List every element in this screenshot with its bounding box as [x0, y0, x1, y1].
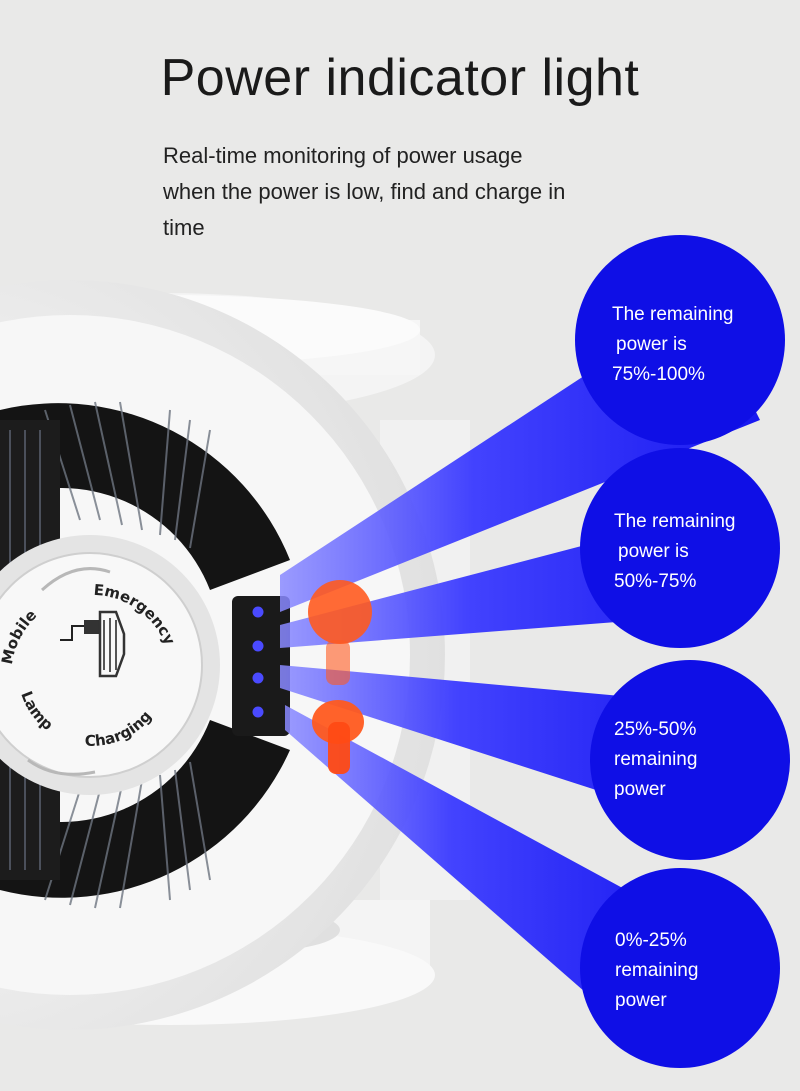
level-circle-4 [580, 868, 780, 1068]
level-1-line-3: 75%-100% [612, 364, 705, 385]
description: Real-time monitoring of power usage when… [163, 138, 663, 246]
level-1-line-1: The remaining [612, 304, 734, 325]
level-label-3: 25%-50% remaining power [614, 715, 697, 805]
level-label-2: The remaining power is 50%-75% [614, 507, 735, 597]
description-line-3: time [163, 215, 205, 240]
level-4-line-2: remaining [615, 960, 699, 981]
indicator-panel [232, 596, 290, 736]
led-3 [252, 672, 264, 684]
switch-knob [312, 700, 364, 774]
level-circle-3 [590, 660, 790, 860]
level-3-line-2: remaining [614, 749, 698, 770]
level-circle-2 [580, 448, 780, 648]
page-title: Power indicator light [160, 49, 640, 107]
level-2-line-1: The remaining [614, 511, 736, 532]
level-label-1: The remaining power is 75%-100% [612, 300, 733, 390]
led-1 [252, 606, 264, 618]
level-1-line-2: power is [616, 334, 687, 355]
level-2-line-2: power is [618, 541, 689, 562]
led-4 [252, 706, 264, 718]
power-button [308, 580, 372, 685]
level-circles [575, 235, 790, 1068]
led-2 [252, 640, 264, 652]
description-line-2: when the power is low, find and charge i… [163, 179, 566, 204]
bulb-icon [60, 610, 126, 678]
led-dots [252, 606, 264, 718]
level-circle-1 [575, 235, 785, 445]
level-4-line-1: 0%-25% [615, 930, 687, 951]
level-2-line-3: 50%-75% [614, 571, 697, 592]
level-label-4: 0%-25% remaining power [615, 926, 698, 1016]
level-3-line-1: 25%-50% [614, 719, 697, 740]
description-line-1: Real-time monitoring of power usage [163, 143, 523, 168]
level-4-line-3: power [615, 990, 667, 1011]
level-3-line-3: power [614, 779, 666, 800]
